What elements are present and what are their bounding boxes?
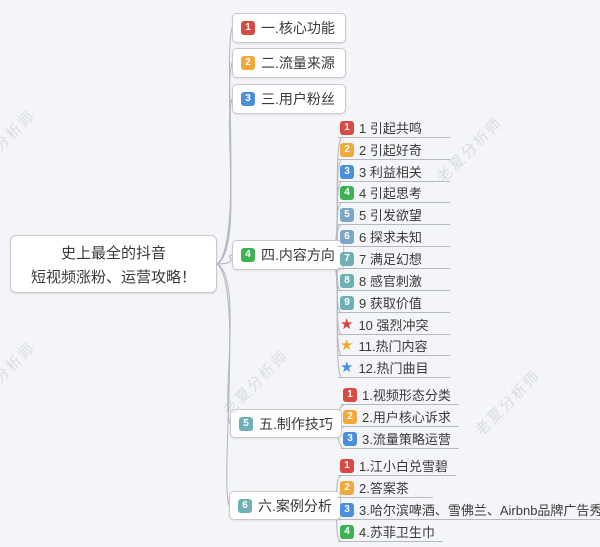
priority-badge: 6	[238, 498, 252, 513]
leaf-topic-label: 10 强烈冲突	[358, 318, 429, 333]
root-title-line2: 短视频涨粉、运营攻略！	[30, 268, 196, 286]
watermark-text: 老夏分析师	[0, 339, 40, 412]
star-icon: ★	[340, 358, 354, 376]
leaf-topic-label: 2.用户核心诉求	[362, 410, 451, 425]
branch-topic-label: 二.流量来源	[261, 55, 335, 71]
priority-badge: 3	[340, 164, 354, 179]
leaf-topic-label: 3 利益相关	[359, 165, 422, 180]
watermark-text: 老夏分析师	[472, 367, 545, 440]
connector	[216, 254, 233, 265]
priority-badge: 7	[340, 251, 354, 266]
branch-topic-4[interactable]: 4 四.内容方向	[232, 240, 344, 270]
leaf-topic-label: 3.哈尔滨啤酒、雪佛兰、Airbnb品牌广告秀	[359, 503, 600, 518]
priority-badge: 2	[343, 409, 357, 424]
priority-badge: 2	[340, 480, 354, 495]
root-title-line1: 史上最全的抖音	[60, 244, 166, 262]
branch-topic-5[interactable]: 5 五.制作技巧	[230, 409, 342, 438]
leaf-topic-label: 4 引起思考	[359, 186, 422, 201]
connector	[216, 98, 233, 265]
leaf-topic[interactable]: 9 9 获取价值	[338, 293, 450, 313]
leaf-topic[interactable]: 5 5 引发欲望	[338, 205, 450, 225]
star-icon: ★	[340, 315, 354, 333]
branch-topic-label: 四.内容方向	[261, 247, 335, 263]
branch-topic-label: 六.案例分析	[258, 497, 332, 514]
leaf-topic-label: 11.热门内容	[358, 339, 428, 354]
priority-badge: 4	[241, 248, 255, 262]
priority-badge: 2	[241, 56, 255, 70]
connector	[216, 27, 233, 265]
star-icon: ★	[340, 336, 354, 354]
leaf-topic[interactable]: 4 4 引起思考	[338, 183, 450, 203]
branch-topic-2[interactable]: 2 二.流量来源	[232, 48, 346, 78]
leaf-topic[interactable]: 2 2.用户核心诉求	[341, 407, 459, 427]
leaf-topic[interactable]: ★ 10 强烈冲突	[338, 315, 450, 335]
leaf-topic-label: 6 探求未知	[359, 230, 422, 245]
root-topic[interactable]: 史上最全的抖音 短视频涨粉、运营攻略！	[10, 235, 217, 293]
leaf-topic[interactable]: 1 1.江小白兑雪碧	[338, 456, 456, 476]
priority-badge: 5	[340, 207, 354, 222]
leaf-topic-label: 2 引起好奇	[359, 143, 422, 158]
leaf-topic-label: 2.答案茶	[359, 481, 409, 496]
branch-topic-6[interactable]: 6 六.案例分析	[229, 491, 341, 520]
leaf-topic[interactable]: ★ 12.热门曲目	[338, 358, 450, 378]
leaf-topic[interactable]: 3 3 利益相关	[338, 162, 450, 182]
priority-badge: 9	[340, 295, 354, 310]
leaf-topic-label: 8 感官刺激	[359, 274, 422, 289]
leaf-topic-label: 12.热门曲目	[358, 361, 429, 376]
priority-badge: 4	[340, 524, 354, 539]
leaf-topic[interactable]: 2 2.答案茶	[338, 478, 433, 498]
connector	[216, 62, 233, 265]
leaf-topic-label: 5 引发欲望	[359, 208, 422, 223]
connector	[216, 263, 231, 424]
leaf-topic-label: 4.苏菲卫生巾	[359, 525, 435, 540]
branch-topic-label: 五.制作技巧	[259, 415, 333, 432]
leaf-topic[interactable]: 3 3.哈尔滨啤酒、雪佛兰、Airbnb品牌广告秀	[338, 500, 600, 520]
leaf-topic[interactable]: 8 8 感官刺激	[338, 271, 450, 291]
leaf-topic[interactable]: 6 6 探求未知	[338, 227, 450, 247]
priority-badge: 1	[340, 458, 354, 473]
priority-badge: 1	[241, 21, 255, 35]
priority-badge: 1	[340, 120, 354, 135]
watermark-text: 老夏分析师	[0, 107, 40, 180]
priority-badge: 3	[340, 502, 354, 517]
leaf-topic[interactable]: ★ 11.热门内容	[338, 336, 450, 356]
leaf-topic-label: 1.视频形态分类	[362, 388, 451, 403]
leaf-topic[interactable]: 1 1.视频形态分类	[341, 385, 459, 405]
priority-badge: 3	[343, 431, 357, 446]
leaf-topic-label: 9 获取价值	[359, 296, 422, 311]
branch-topic-1[interactable]: 1 一.核心功能	[232, 13, 346, 43]
leaf-topic[interactable]: 4 4.苏菲卫生巾	[338, 522, 443, 542]
branch-topic-label: 三.用户粉丝	[261, 91, 335, 107]
leaf-topic[interactable]: 1 1 引起共鸣	[338, 118, 450, 138]
leaf-topic-label: 1.江小白兑雪碧	[359, 459, 448, 474]
branch-topic-3[interactable]: 3 三.用户粉丝	[232, 84, 346, 114]
leaf-topic[interactable]: 3 3.流量策略运营	[341, 429, 459, 449]
leaf-topic[interactable]: 2 2 引起好奇	[338, 140, 450, 160]
priority-badge: 8	[340, 273, 354, 288]
leaf-topic-label: 1 引起共鸣	[359, 121, 422, 136]
priority-badge: 5	[239, 416, 253, 431]
priority-badge: 3	[241, 92, 255, 106]
priority-badge: 6	[340, 229, 354, 244]
leaf-topic-label: 3.流量策略运营	[362, 432, 451, 447]
branch-topic-label: 一.核心功能	[261, 20, 335, 36]
priority-badge: 2	[340, 142, 354, 157]
leaf-topic[interactable]: 7 7 满足幻想	[338, 249, 450, 269]
leaf-topic-label: 7 满足幻想	[359, 252, 422, 267]
priority-badge: 1	[343, 387, 357, 402]
connector	[216, 263, 231, 506]
priority-badge: 4	[340, 185, 354, 200]
